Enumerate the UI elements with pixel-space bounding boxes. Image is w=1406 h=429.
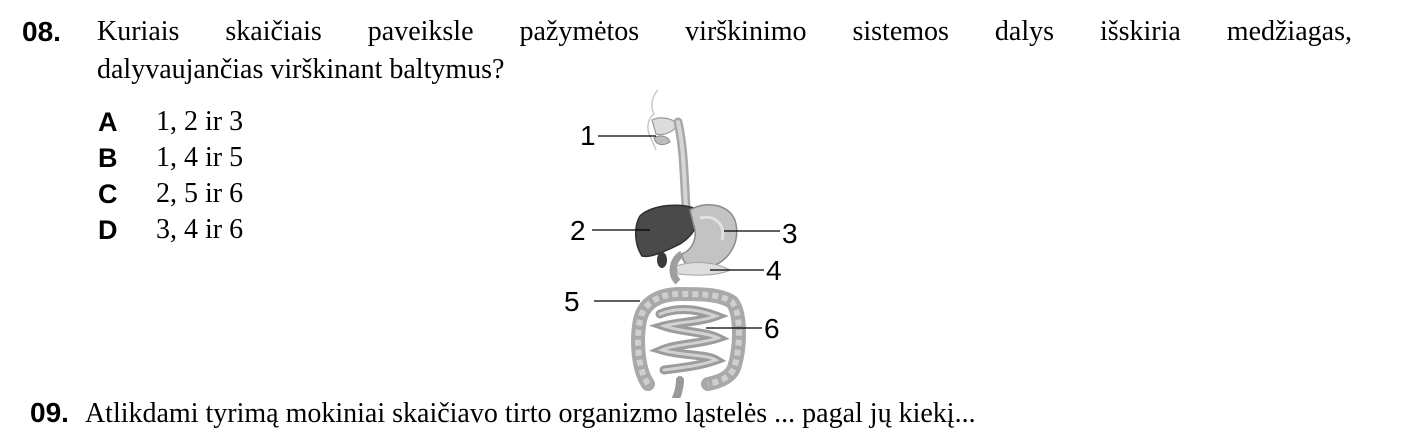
option-letter: A (98, 106, 118, 137)
question-text-line2: dalyvaujančias virškinant baltymus? (97, 54, 505, 85)
question-word: išskiria (1099, 16, 1181, 47)
option-letter: B (98, 142, 118, 173)
duodenum (669, 251, 685, 285)
question-word: skaičiais (225, 16, 322, 47)
question-text-line1: Kuriais skaičiais paveiksle pažymėtos vi… (97, 14, 1352, 50)
option-b[interactable]: B 1, 4 ir 5 (98, 140, 243, 176)
option-text: 1, 2 ir 3 (156, 106, 244, 137)
question-word: paveiksle (367, 16, 474, 47)
question-number: 08. (22, 16, 61, 47)
label-4: 4 (766, 255, 782, 286)
question-word: Kuriais (97, 16, 180, 47)
option-a[interactable]: A 1, 2 ir 3 (98, 104, 243, 140)
label-6: 6 (764, 313, 780, 344)
gallbladder (657, 252, 667, 268)
option-letter: C (98, 178, 118, 209)
question-word: medžiagas, (1226, 16, 1352, 47)
next-question-partial: 09. Atlikdami tyrimą mokiniai skaičiavo t… (30, 398, 976, 429)
salivary-gland (653, 135, 671, 146)
liver (635, 204, 700, 258)
next-question-number: 09. (30, 397, 69, 428)
rectum (672, 376, 684, 398)
option-text: 3, 4 ir 6 (156, 214, 244, 245)
option-d[interactable]: D 3, 4 ir 6 (98, 212, 243, 248)
question-word: pažymėtos (519, 16, 640, 47)
question-word: dalys (994, 16, 1054, 47)
label-2: 2 (570, 215, 586, 246)
digestive-system-figure: 1 2 3 4 5 6 (560, 88, 820, 398)
option-text: 2, 5 ir 6 (156, 178, 244, 209)
option-text: 1, 4 ir 5 (156, 142, 244, 173)
head-outline (647, 89, 659, 151)
label-5: 5 (564, 286, 580, 317)
question-word: sistemos (852, 16, 949, 47)
next-question-text: Atlikdami tyrimą mokiniai skaičiavo tirt… (84, 398, 976, 429)
digestive-system-diagram: 1 2 3 4 5 6 (564, 89, 798, 398)
option-letter: D (98, 214, 118, 245)
pancreas (675, 262, 732, 276)
answer-options: A 1, 2 ir 3 B 1, 4 ir 5 C 2, 5 ir 6 D 3,… (98, 104, 243, 248)
question-word: virškinimo (685, 16, 807, 47)
option-c[interactable]: C 2, 5 ir 6 (98, 176, 243, 212)
label-3: 3 (782, 218, 798, 249)
label-1: 1 (580, 120, 596, 151)
